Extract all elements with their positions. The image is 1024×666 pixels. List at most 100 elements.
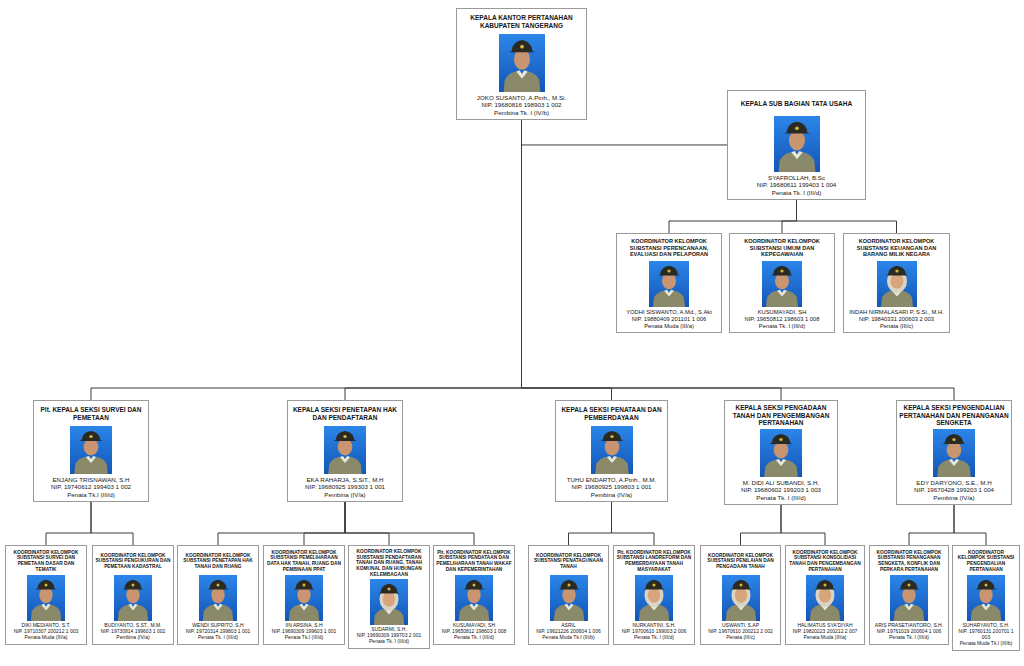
uniform [881, 291, 913, 307]
rank-grade: Penata Tk. I (III/d) [616, 635, 692, 641]
portrait-photo [649, 261, 689, 307]
org-box: KOORDINATOR KELOMPOK SUBSTANSI PENETAPAN… [177, 545, 259, 645]
org-box: KOORDINATOR KELOMPOK SUBSTANSI PENGENDAL… [952, 545, 1020, 651]
position-title: KEPALA SEKSI PENETAPAN HAK DAN PENDAFTAR… [290, 404, 400, 424]
person-name: ENJANG TRISNAWAN, S.H [36, 476, 146, 483]
person-name: YODHI SISWANTO, A.Md., S.Akt [619, 309, 719, 316]
rank-grade: Penata Tk. I (III/d) [436, 635, 512, 641]
org-box: KEPALA SEKSI PENGENDALIAN PERTANAHAN DAN… [896, 400, 1012, 505]
cap [976, 580, 997, 590]
collar [564, 604, 574, 611]
uniform [595, 457, 629, 474]
portrait-photo [877, 261, 917, 307]
org-connector [91, 502, 133, 545]
rank-grade: Penata Tk. I (III/d) [732, 323, 832, 330]
portrait-photo [760, 429, 802, 477]
org-box: KEPALA SUB BAGIAN TATA USAHASYAFROLLAH, … [727, 90, 866, 200]
face [562, 587, 575, 603]
photo-background [550, 575, 588, 621]
nip-number: NIP. 19680602 199203 1 003 [727, 486, 835, 493]
org-box: KEPALA SEKSI PENETAPAN HAK DAN PENDAFTAR… [287, 400, 403, 502]
uniform [459, 605, 489, 621]
org-connector [345, 120, 522, 400]
nip-number: NIP. 19680816 198903 1 002 [459, 101, 584, 108]
face [890, 273, 903, 288]
org-connector [741, 505, 782, 545]
cap-badge [667, 270, 670, 273]
org-connector [909, 505, 954, 545]
cap-badge [343, 435, 346, 438]
face [947, 441, 962, 458]
cap [644, 580, 665, 590]
collar [469, 604, 479, 611]
photo-background [70, 426, 112, 474]
rank-grade: Penata Tk. I (III/d) [180, 635, 256, 641]
photo-background [370, 579, 408, 625]
uniform [118, 605, 148, 621]
collar [777, 290, 787, 297]
position-title: KOORDINATOR KELOMPOK SUBSTANSI PENILAIAN… [703, 549, 778, 573]
rank-grade: Penata Tk.I (III/d) [266, 635, 342, 641]
rank-grade: Penata Muda Tk.I (III/b) [955, 641, 1017, 647]
portrait-photo [370, 579, 408, 625]
portrait-photo [199, 575, 237, 621]
collar [128, 604, 138, 611]
photo-background [967, 575, 1005, 621]
position-title: KOORDINATOR KELOMPOK SUBSTANSI UMUM DAN … [732, 237, 832, 259]
collar [41, 604, 51, 611]
face [211, 587, 224, 603]
face [467, 587, 480, 603]
cap [771, 266, 793, 276]
photo-background [455, 575, 493, 621]
portrait-photo [285, 575, 323, 621]
uniform [971, 605, 1001, 621]
cap-badge [131, 584, 134, 587]
cap-badge [780, 270, 783, 273]
org-connector [797, 200, 897, 233]
photo-background [760, 429, 802, 477]
face [734, 587, 746, 602]
collar [299, 604, 309, 611]
org-box: KOORDINATOR KELOMPOK SUBSTANSI PEMELIHAR… [263, 545, 345, 645]
face [788, 131, 804, 151]
uniform [31, 605, 61, 621]
face [383, 592, 395, 607]
org-box: KOORDINATOR KELOMPOK SUBSTANSI UMUM DAN … [729, 233, 835, 333]
cap [558, 580, 579, 590]
cap-badge [907, 584, 910, 587]
cap [784, 122, 809, 134]
portrait-photo [455, 575, 493, 621]
cap [208, 580, 229, 590]
org-box: KOORDINATOR KELOMPOK SUBSTANSI PERENCANA… [616, 233, 722, 333]
org-box: KOORDINATOR KELOMPOK SUBSTANSI PENILAIAN… [700, 545, 781, 645]
portrait-photo [774, 116, 820, 172]
portrait-photo [550, 575, 588, 621]
cap [815, 580, 836, 590]
rank-grade: Pembina (IV/a) [290, 491, 400, 498]
org-box: KOORDINATOR KELOMPOK SUBSTANSI PENGUKURA… [92, 545, 174, 645]
org-box: Plt. KOORDINATOR KELOMPOK SUBSTANSI PEND… [433, 545, 515, 645]
cap [899, 580, 920, 590]
cap-badge [795, 126, 799, 130]
face [979, 587, 992, 603]
uniform [203, 605, 233, 621]
org-box: KOORDINATOR KELOMPOK SUBSTANSI PENANGANA… [869, 545, 949, 645]
position-title: KOORDINATOR KELOMPOK SUBSTANSI PENGENDAL… [955, 549, 1017, 573]
org-connector [46, 502, 91, 545]
position-title: KOORDINATOR KELOMPOK SUBSTANSI PENATAGUN… [531, 549, 606, 573]
cap-badge [823, 584, 826, 587]
nip-number: NIP. 19760131 200701 1 003 [955, 629, 1017, 641]
photo-background [649, 261, 689, 307]
collar [340, 456, 351, 463]
collar [904, 604, 914, 611]
position-title: KOORDINATOR KELOMPOK SUBSTANSI PENDAFTAR… [351, 549, 427, 577]
uniform [553, 605, 583, 621]
rank-grade: Penata Muda Tk.I (III/b) [531, 635, 606, 641]
cap-badge [610, 435, 613, 438]
cap-badge [567, 584, 570, 587]
photo-background [591, 426, 633, 474]
photo-background [774, 116, 820, 172]
position-title: Plt. KOORDINATOR KELOMPOK SUBSTANSI LAND… [616, 549, 692, 573]
cap [658, 266, 680, 276]
